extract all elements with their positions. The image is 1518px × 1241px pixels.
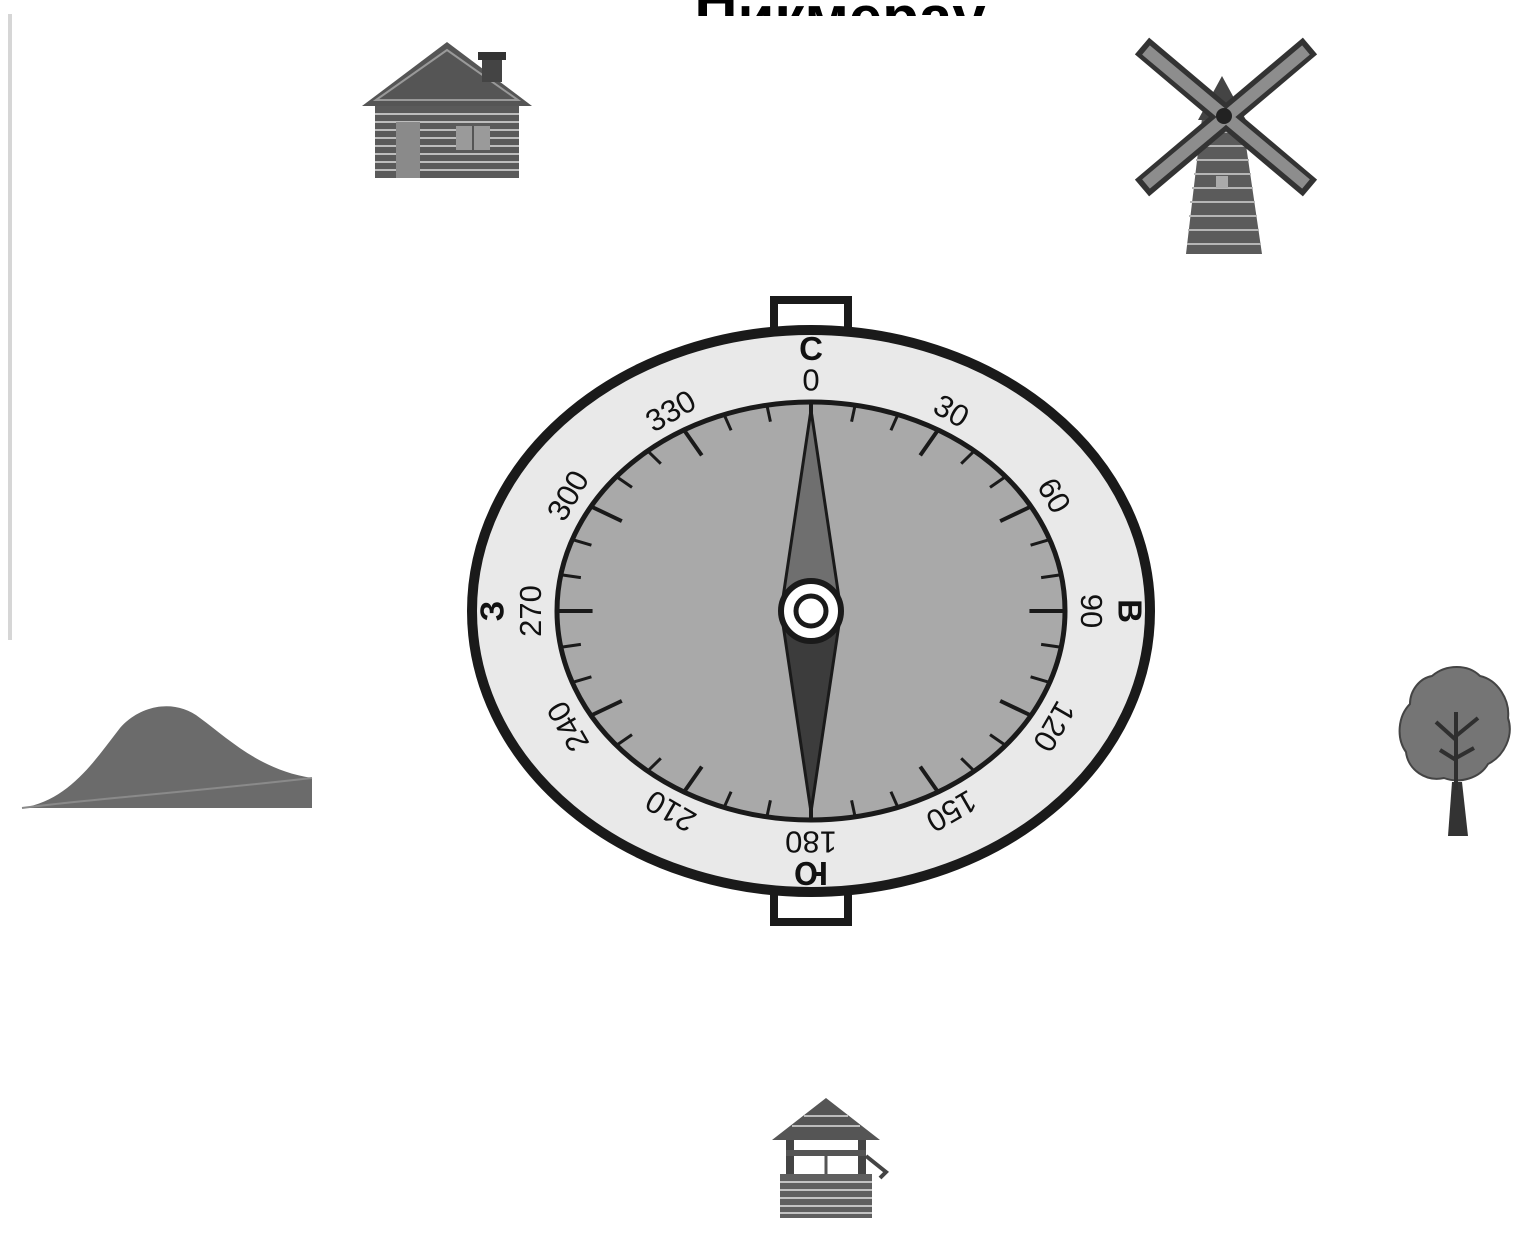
compass-cardinal-90: В	[1111, 599, 1148, 623]
tree-icon	[1400, 667, 1510, 836]
compass-degree-label: 270	[513, 585, 548, 637]
compass-degree-label: 0	[802, 363, 819, 398]
log-house-icon	[362, 42, 532, 178]
compass-cardinal-0: С	[799, 330, 823, 367]
needle-pivot-center	[796, 596, 826, 626]
compass-degree-label: 90	[1074, 594, 1109, 628]
compass-degree-label: 180	[785, 824, 837, 859]
hill-icon	[22, 706, 312, 808]
well-icon	[772, 1098, 886, 1218]
compass-cardinal-180: Ю	[794, 855, 828, 892]
windmill-icon	[1142, 46, 1310, 254]
compass-cardinal-270: З	[474, 601, 511, 622]
cropped-heading: Пикмерау	[694, 0, 986, 51]
